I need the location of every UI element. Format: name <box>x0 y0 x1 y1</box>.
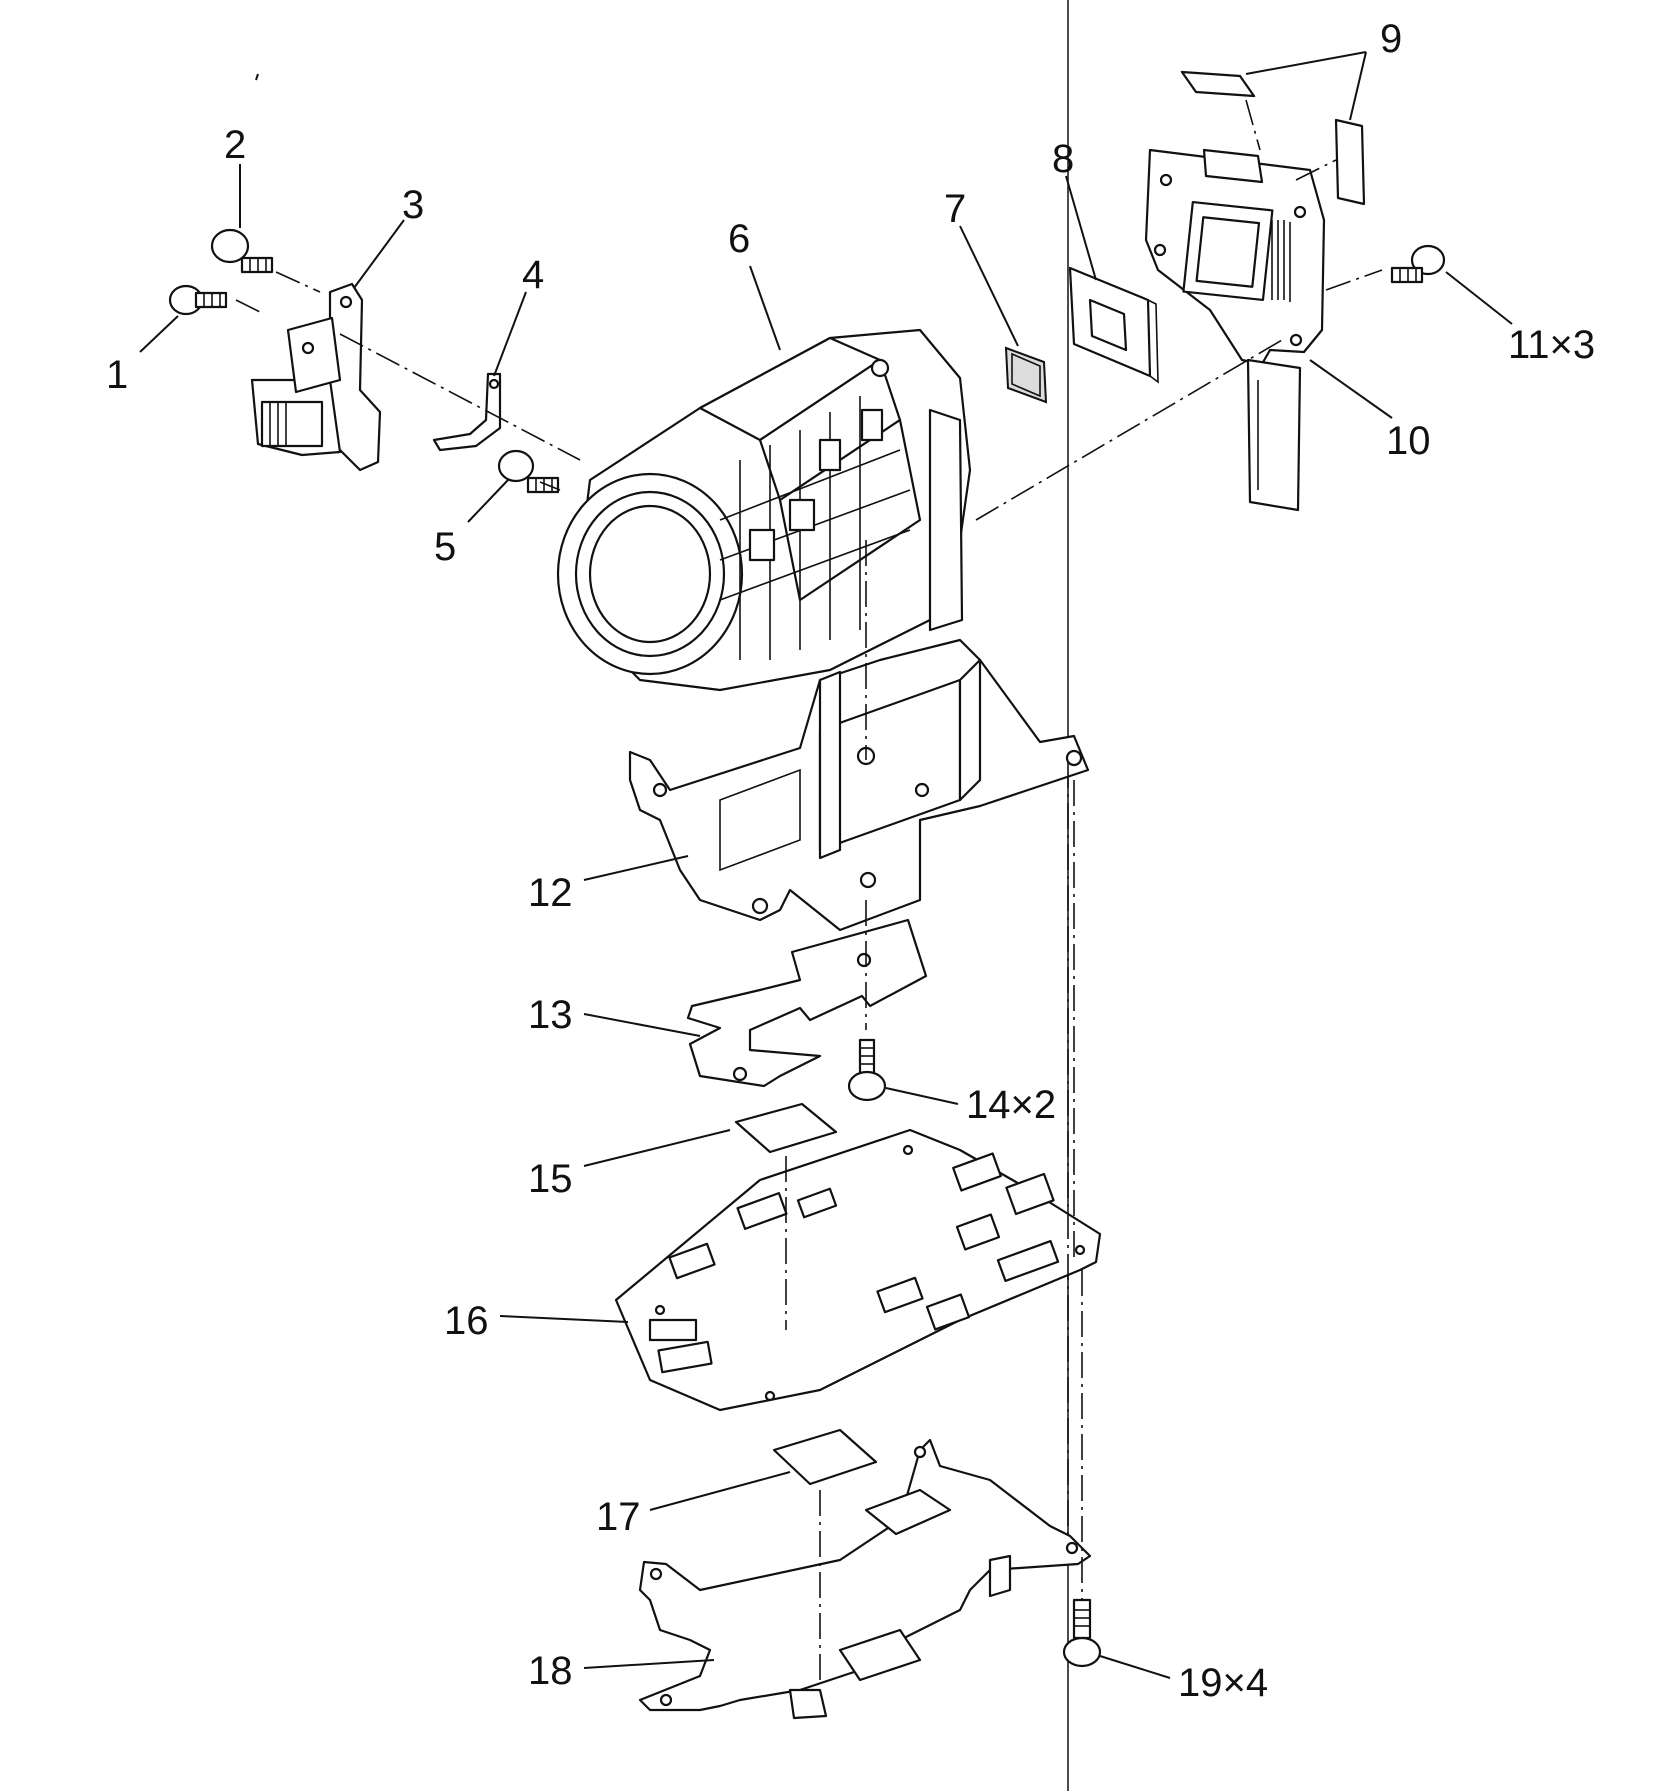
callout-16: 16 <box>444 1299 489 1343</box>
callout-2: 2 <box>224 123 246 167</box>
assembly-lines <box>235 99 1383 1680</box>
part-5-screw <box>497 449 560 494</box>
stray-mark <box>255 73 259 81</box>
callout-6: 6 <box>728 217 750 261</box>
part-4-small-bracket <box>432 372 502 452</box>
callout-18: 18 <box>528 1649 573 1693</box>
leader-lines <box>139 51 1513 1679</box>
callout-labels: 1 2 3 4 5 6 7 8 9 10 11×3 12 13 14×2 15 … <box>106 17 1595 1705</box>
callout-13: 13 <box>528 993 573 1037</box>
part-16-main-pcb <box>614 1128 1102 1412</box>
callout-12: 12 <box>528 871 573 915</box>
part-6-lens-block <box>556 328 972 692</box>
callout-8: 8 <box>1052 137 1074 181</box>
callout-5: 5 <box>434 525 456 569</box>
part-14-screw <box>847 1038 887 1102</box>
callout-7: 7 <box>944 187 966 231</box>
callout-19: 19×4 <box>1178 1661 1268 1705</box>
callout-15: 15 <box>528 1157 573 1201</box>
part-9-pads <box>1180 70 1366 206</box>
part-2-screw <box>210 228 274 274</box>
callout-3: 3 <box>402 183 424 227</box>
callout-11: 11×3 <box>1508 323 1595 367</box>
callout-17: 17 <box>596 1495 641 1539</box>
part-15-pad <box>734 1102 838 1154</box>
part-10-ccd-board <box>1144 148 1326 512</box>
part-1-screw <box>168 284 228 316</box>
part-7-filter <box>1004 346 1048 404</box>
part-17-pad <box>772 1428 878 1486</box>
callout-4: 4 <box>522 253 544 297</box>
callout-1: 1 <box>106 353 128 397</box>
part-3-bracket-actuator <box>250 282 382 472</box>
part-8-rubber-mask <box>1068 266 1159 384</box>
part-19-screw <box>1062 1598 1102 1668</box>
part-11-screw <box>1390 244 1446 284</box>
part-13-flex-plate <box>686 918 928 1088</box>
callout-10: 10 <box>1386 419 1431 463</box>
part-18-bottom-frame <box>638 1438 1092 1720</box>
callout-14: 14×2 <box>966 1083 1056 1127</box>
callout-9: 9 <box>1380 17 1402 61</box>
